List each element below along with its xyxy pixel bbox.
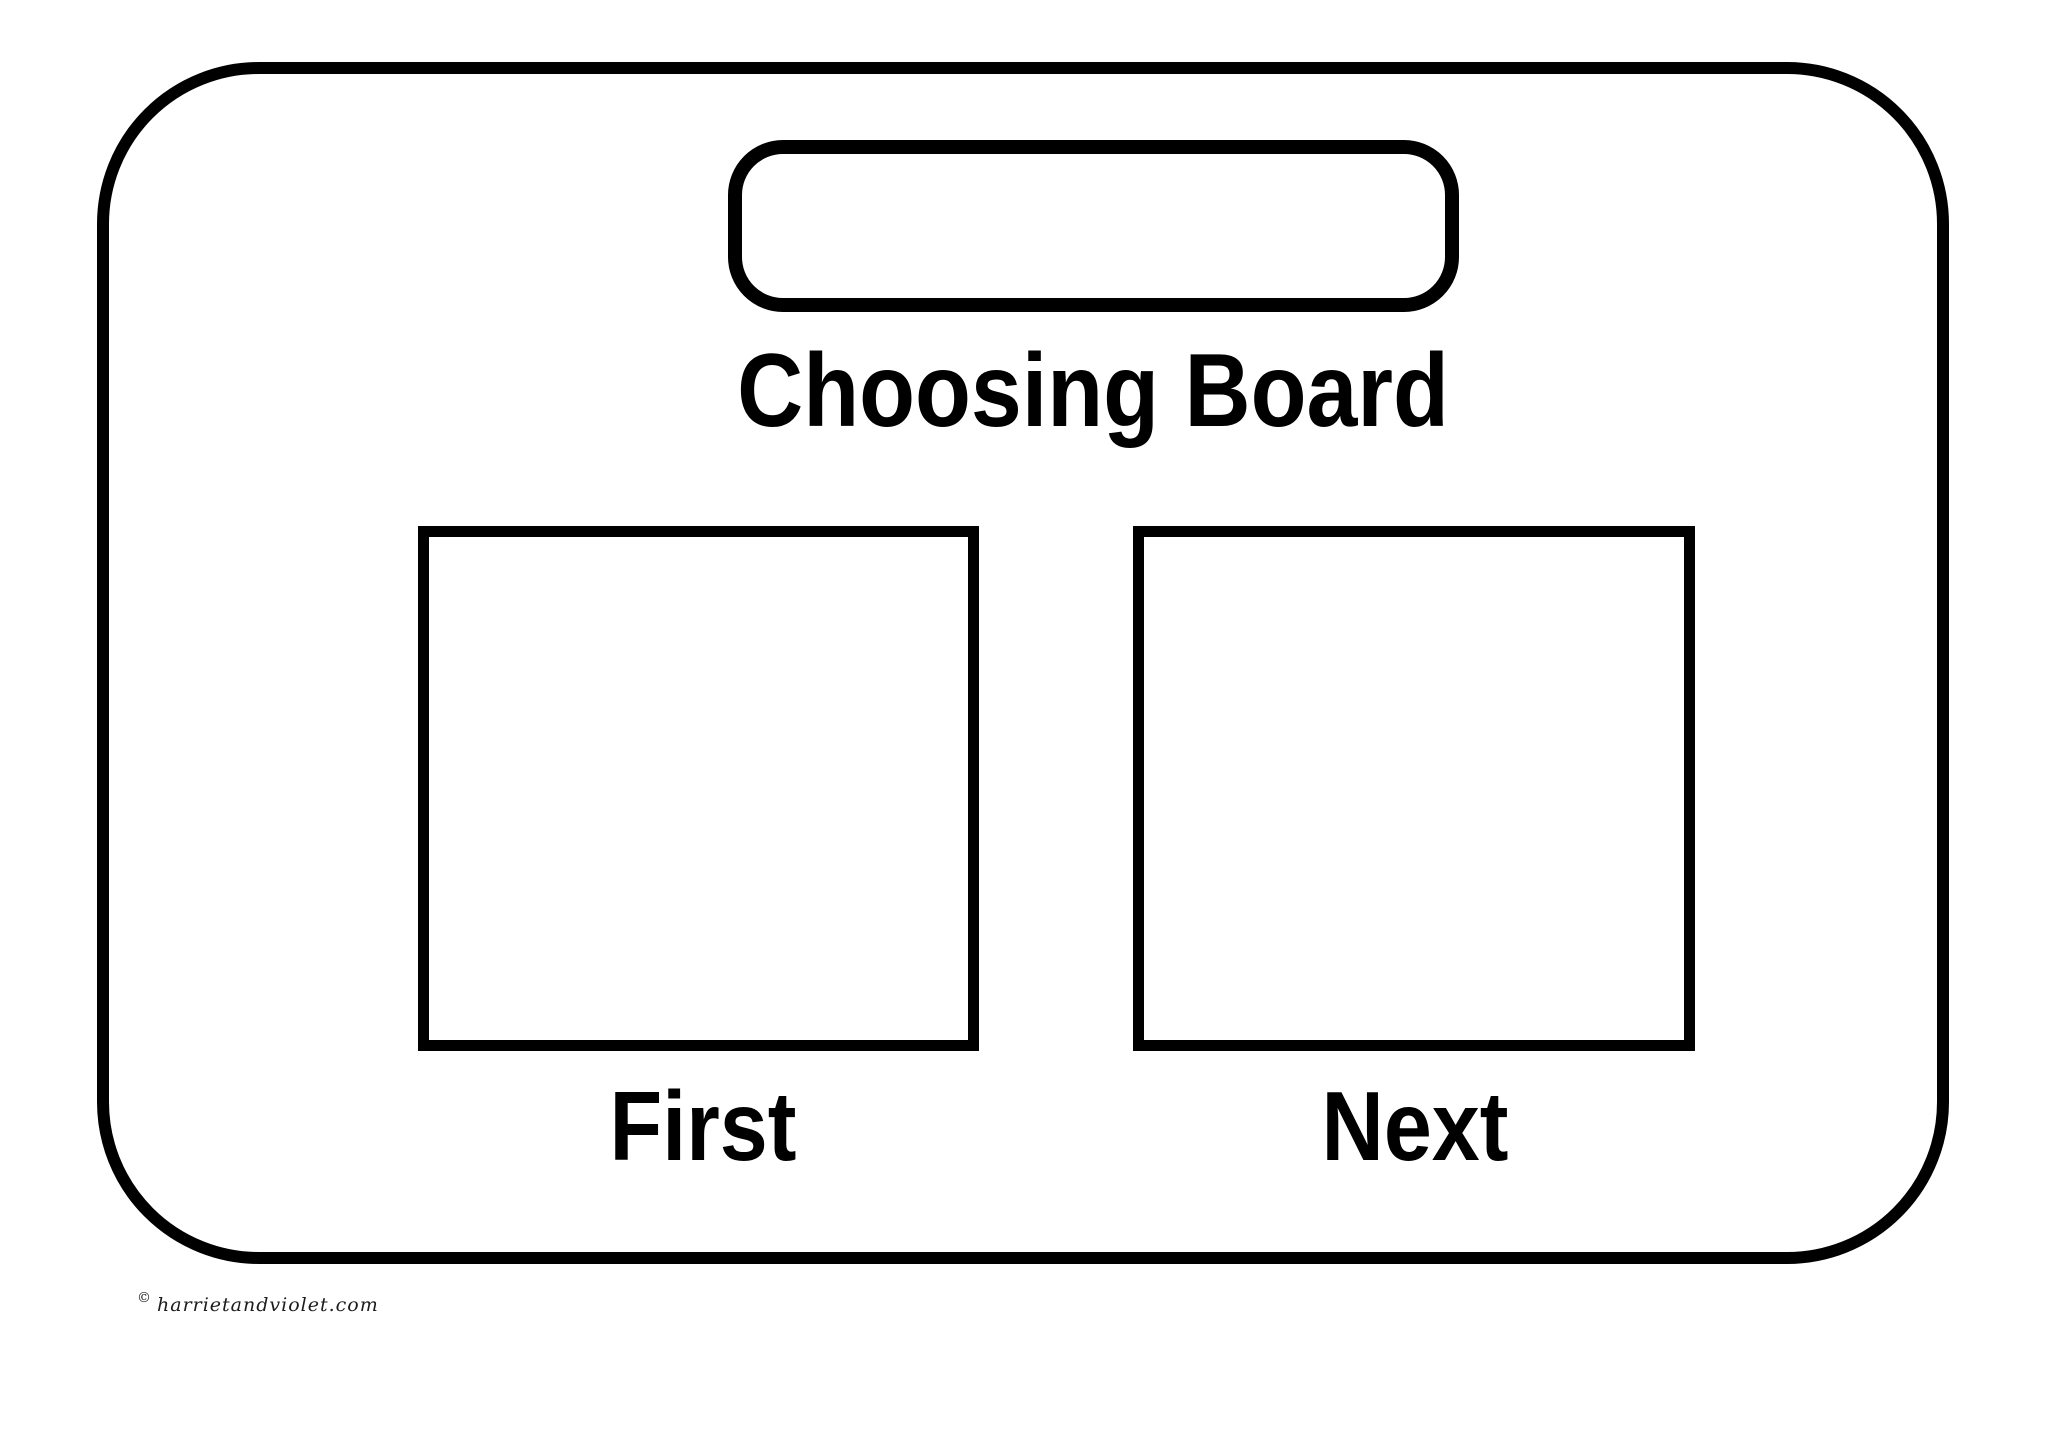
name-slot-value [742,154,1445,194]
board-title: Choosing Board [737,333,1449,449]
next-label: Next [1321,1071,1509,1181]
next-choice-box [1133,526,1695,1051]
first-choice-box [418,526,979,1051]
copyright-symbol: © [137,1290,151,1306]
credit-site-name: harrietandviolet.com [157,1294,379,1316]
credit: © harrietandviolet.com [137,1290,379,1316]
name-slot [728,140,1459,312]
first-label: First [609,1071,797,1181]
